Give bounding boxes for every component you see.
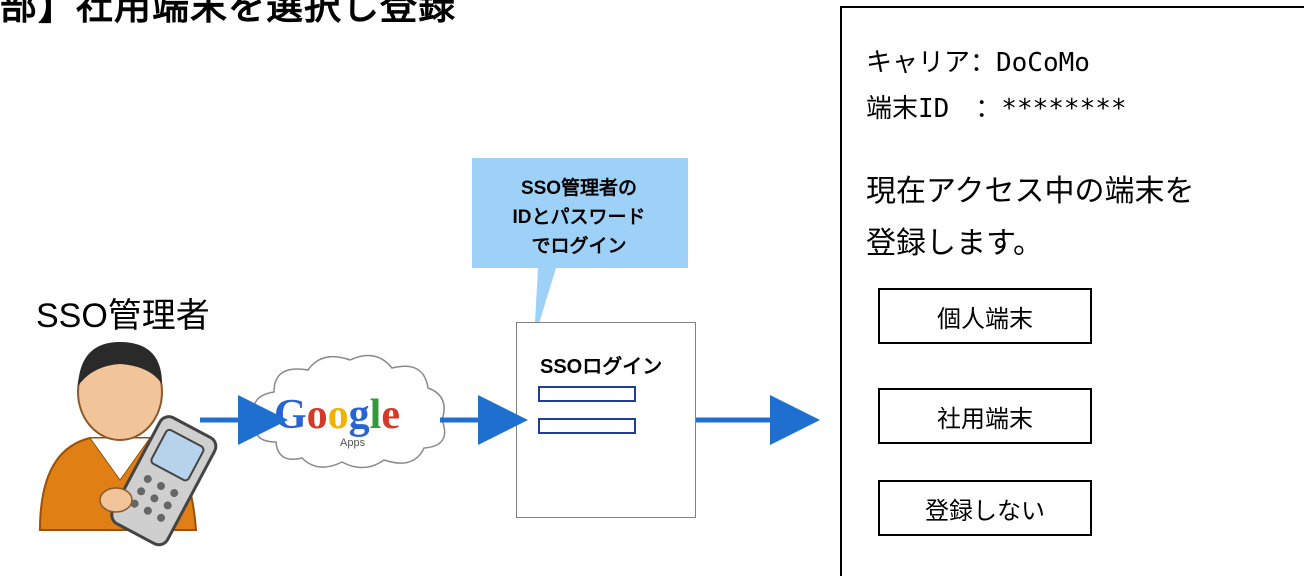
login-id-field[interactable] <box>538 386 636 402</box>
personal-device-button[interactable]: 個人端末 <box>878 288 1092 344</box>
login-password-field[interactable] <box>538 418 636 434</box>
sso-login-title: SSOログイン <box>540 356 663 378</box>
actor-label: SSO管理者 <box>36 297 210 335</box>
carrier-text: キャリア：DoCoMo <box>866 48 1090 78</box>
callout-line-2: IDとパスワード <box>512 207 646 228</box>
do-not-register-button[interactable]: 登録しない <box>878 480 1092 536</box>
message-line-1: 現在アクセス中の端末を <box>866 174 1195 209</box>
page-title: 部】社用端末を選択し登録 <box>0 0 456 28</box>
admin-with-phone-icon <box>38 342 218 547</box>
company-device-button[interactable]: 社用端末 <box>878 388 1092 444</box>
google-logo-text: Google <box>274 392 400 438</box>
device-id-text: 端末ID ：******** <box>866 94 1127 124</box>
message-line-2: 登録します。 <box>866 226 1043 261</box>
callout-text: SSO管理者の IDとパスワード でログイン <box>478 174 680 261</box>
callout-line-1: SSO管理者の <box>520 178 638 199</box>
google-apps-cloud: Google Apps <box>253 354 446 469</box>
callout-line-3: でログイン <box>531 236 627 257</box>
google-apps-subtext: Apps <box>340 437 366 449</box>
callout-bubble <box>472 158 688 340</box>
